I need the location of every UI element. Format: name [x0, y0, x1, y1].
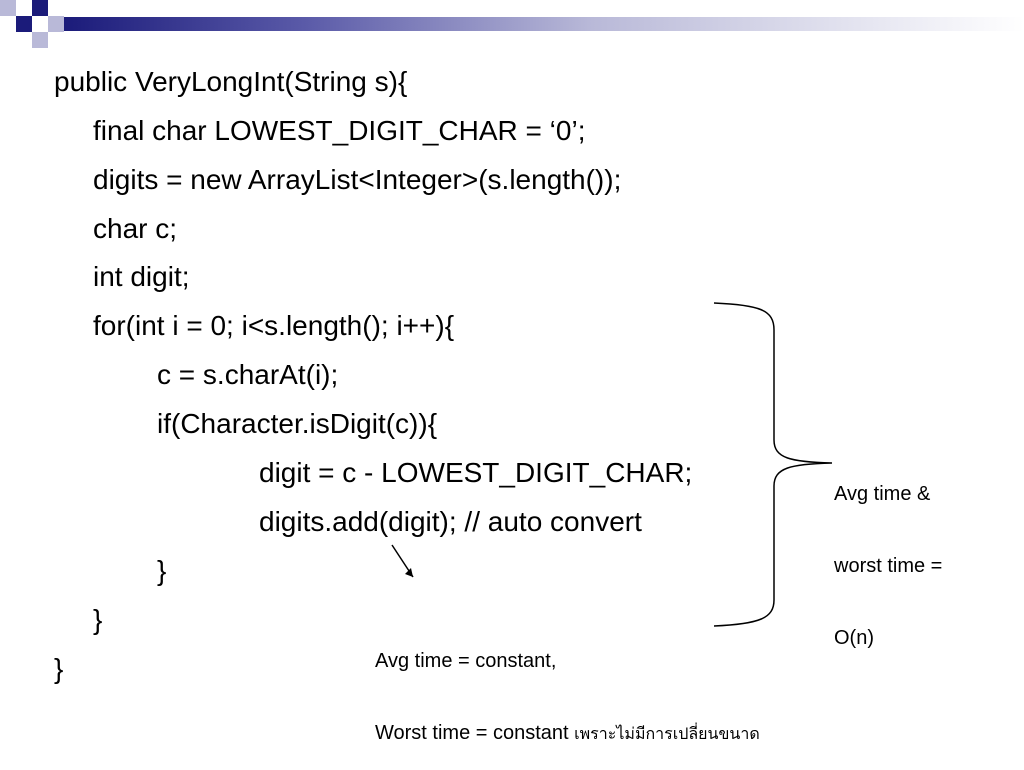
decor-square: [0, 0, 16, 16]
curly-brace: [713, 302, 833, 627]
note-line: Worst time = constant เพราะไม่มีการเปลี่…: [375, 721, 760, 746]
complexity-note-right: Avg time & worst time = O(n): [834, 434, 942, 674]
code-line: }: [157, 555, 167, 586]
code-line: char c;: [93, 213, 178, 244]
code-line: int digit;: [93, 261, 190, 292]
pointer-arrow: [391, 544, 414, 578]
code-line: for(int i = 0; i<s.length(); i++){: [93, 310, 455, 341]
code-line: }: [93, 604, 103, 635]
code-line: final char LOWEST_DIGIT_CHAR = ‘0’;: [93, 115, 586, 146]
decor-square: [32, 32, 48, 48]
complexity-note-bottom: Avg time = constant, Worst time = consta…: [375, 601, 760, 770]
note-line: Avg time &: [834, 483, 931, 505]
code-line: public VeryLongInt(String s){: [54, 66, 408, 97]
decor-square: [48, 16, 64, 32]
code-line: c = s.charAt(i);: [157, 359, 339, 390]
code-line: }: [54, 653, 64, 684]
note-line: Avg time = constant,: [375, 650, 557, 672]
decor-square: [16, 16, 32, 32]
note-line: worst time =: [834, 555, 943, 577]
slide-header-decoration: [0, 0, 1024, 48]
arrow-head: [405, 568, 413, 577]
note-thai-text: เพราะไม่มีการเปลี่ยนขนาด: [574, 724, 760, 743]
decor-gradient-bar: [64, 17, 1024, 31]
note-line: O(n): [834, 627, 874, 649]
code-line: digit = c - LOWEST_DIGIT_CHAR;: [259, 457, 693, 488]
code-line: if(Character.isDigit(c)){: [157, 408, 438, 439]
code-line: digits = new ArrayList<Integer>(s.length…: [93, 164, 622, 195]
code-line: digits.add(digit); // auto convert: [259, 506, 642, 537]
decor-square: [32, 0, 48, 16]
note-text: Worst time = constant: [375, 722, 569, 744]
